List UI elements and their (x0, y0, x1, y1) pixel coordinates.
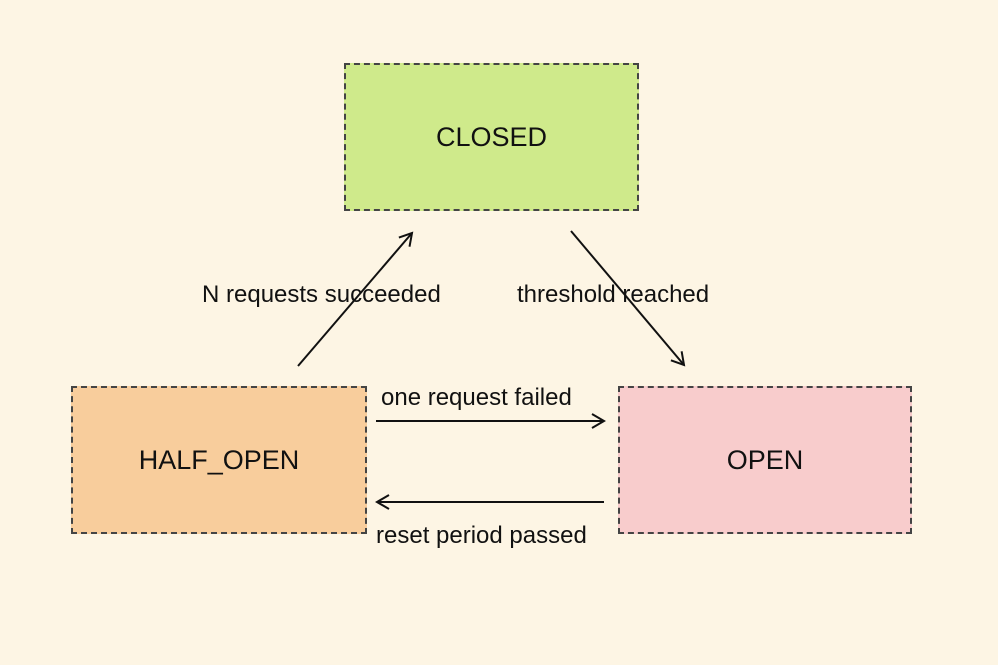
state-open: OPEN (618, 386, 912, 534)
arrow-closed-to-open (570, 230, 686, 367)
state-open-label: OPEN (726, 444, 804, 475)
state-closed-label: CLOSED (435, 121, 548, 152)
state-half-open-label: HALF_OPEN (138, 444, 300, 475)
state-closed: CLOSED (344, 63, 639, 211)
arrow-half-open-to-closed (297, 231, 414, 367)
transition-label-open-to-half-open: reset period passed (376, 522, 587, 549)
transition-label-closed-to-open: threshold reached (517, 281, 710, 308)
state-half-open: HALF_OPEN (71, 386, 367, 534)
transition-label-half-open-to-closed: N requests succeeded (202, 281, 441, 308)
transition-label-half-open-to-open: one request failed (381, 384, 572, 411)
